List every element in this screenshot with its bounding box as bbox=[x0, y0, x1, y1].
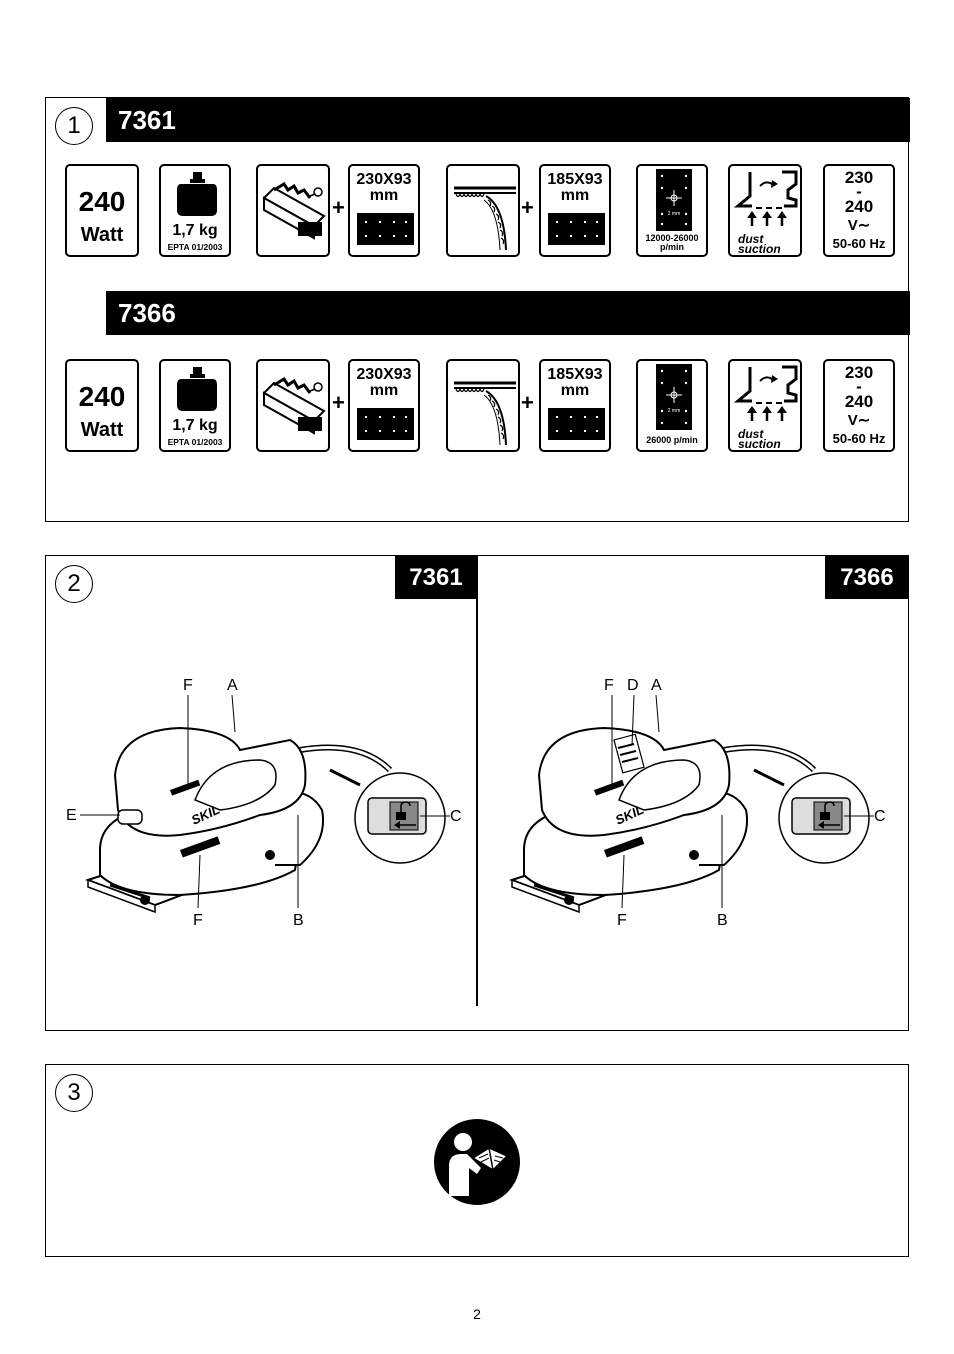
plus-sign: + bbox=[521, 390, 534, 415]
watt-value: 240 bbox=[78, 381, 126, 412]
watt-value: 240 bbox=[78, 186, 126, 217]
dust-suction-icon bbox=[733, 170, 798, 226]
voltage-min: 230 bbox=[844, 168, 874, 187]
voltage-box: 230 - 240 V∼ 50-60 Hz bbox=[823, 359, 895, 452]
callout-f-bottom: F bbox=[617, 912, 627, 929]
callout-f-bottom: F bbox=[193, 912, 203, 929]
callout-b: B bbox=[717, 912, 728, 929]
callout-c: C bbox=[450, 808, 462, 825]
velcro-icon-box bbox=[446, 164, 520, 257]
sanding-sheet-icon bbox=[357, 408, 414, 440]
callout-c: C bbox=[874, 808, 886, 825]
speed-value: 26000 p/min bbox=[646, 435, 698, 445]
velcro-icon-box bbox=[446, 359, 520, 452]
page-number: 2 bbox=[473, 1306, 481, 1322]
frequency: 50-60 Hz bbox=[832, 431, 886, 446]
epta-label: EPTA 01/2003 bbox=[167, 437, 223, 447]
weight-value: 1,7 kg bbox=[172, 417, 218, 434]
speed-value: 12000-26000 bbox=[645, 233, 699, 243]
callout-a: A bbox=[227, 677, 238, 694]
plus-sign: + bbox=[332, 390, 345, 415]
plus-sign: + bbox=[521, 195, 534, 220]
callout-d: D bbox=[627, 677, 639, 694]
orbit-speed-box: 2 mm 12000-26000 p/min bbox=[636, 164, 708, 257]
model-bar-7366: 7366 bbox=[106, 291, 910, 335]
callout-f-top: F bbox=[604, 677, 614, 694]
plus-sign: + bbox=[332, 195, 345, 220]
orbit-pad-icon: 2 mm bbox=[656, 364, 692, 430]
orbit-text: 2 mm bbox=[668, 408, 681, 414]
section-number: 2 bbox=[55, 565, 93, 603]
watt-unit: Watt bbox=[80, 224, 124, 246]
paper-clamp-icon-box bbox=[256, 359, 330, 452]
sander-illustration-7366: SKIL bbox=[508, 694, 874, 914]
sanding-block-icon bbox=[262, 376, 326, 435]
voltage-max: 240 bbox=[844, 197, 874, 216]
section-divider bbox=[476, 556, 478, 1006]
power-icon-box: 240 Watt bbox=[65, 164, 139, 257]
voltage-box: 230 - 240 V∼ 50-60 Hz bbox=[823, 164, 895, 257]
callout-f-top: F bbox=[183, 677, 193, 694]
voltage-dash: - bbox=[856, 377, 862, 396]
paper-clamp-icon-box bbox=[256, 164, 330, 257]
velcro-hook-loop-icon bbox=[454, 186, 516, 251]
speed-unit: p/min bbox=[660, 242, 684, 252]
weight-icon-box: 1,7 kg EPTA 01/2003 bbox=[159, 359, 231, 452]
voltage-dash: - bbox=[856, 182, 862, 201]
callout-a: A bbox=[651, 677, 662, 694]
watt-unit: Watt bbox=[80, 419, 124, 441]
voltage-ac: V∼ bbox=[847, 217, 871, 234]
weight-icon-box: 1,7 kg EPTA 01/2003 bbox=[159, 164, 231, 257]
sanding-sheet-icon bbox=[548, 408, 605, 440]
model-bar-7361: 7361 bbox=[106, 98, 910, 142]
section-number: 1 bbox=[55, 107, 93, 145]
weight-value: 1,7 kg bbox=[172, 222, 218, 239]
weight-icon bbox=[177, 172, 217, 216]
read-manual-icon bbox=[434, 1119, 520, 1205]
sanding-sheet-icon bbox=[548, 213, 605, 245]
section-number: 3 bbox=[55, 1074, 93, 1112]
model-tag-7366: 7366 bbox=[825, 556, 909, 599]
velcro-hook-loop-icon bbox=[454, 381, 516, 446]
voltage-max: 240 bbox=[844, 392, 874, 411]
orbit-text: 2 mm bbox=[668, 211, 681, 217]
model-title: 7361 bbox=[118, 104, 176, 135]
voltage-min: 230 bbox=[844, 363, 874, 382]
voltage-ac: V∼ bbox=[847, 412, 871, 429]
frequency: 50-60 Hz bbox=[832, 236, 886, 251]
weight-icon bbox=[177, 367, 217, 411]
sanding-sheet-icon bbox=[357, 213, 414, 245]
callout-b: B bbox=[293, 912, 304, 929]
epta-label: EPTA 01/2003 bbox=[167, 242, 223, 252]
callout-e: E bbox=[66, 807, 77, 824]
sanding-block-icon bbox=[262, 181, 326, 240]
power-icon-box: 240 Watt bbox=[65, 359, 139, 452]
model-title: 7366 bbox=[118, 297, 176, 328]
model-tag-7361: 7361 bbox=[395, 556, 477, 599]
orbit-speed-box: 2 mm 26000 p/min bbox=[636, 359, 708, 452]
orbit-pad-icon: 2 mm bbox=[656, 169, 692, 231]
sander-illustration-7361: SKIL bbox=[80, 694, 450, 914]
dust-suction-icon bbox=[733, 365, 798, 421]
